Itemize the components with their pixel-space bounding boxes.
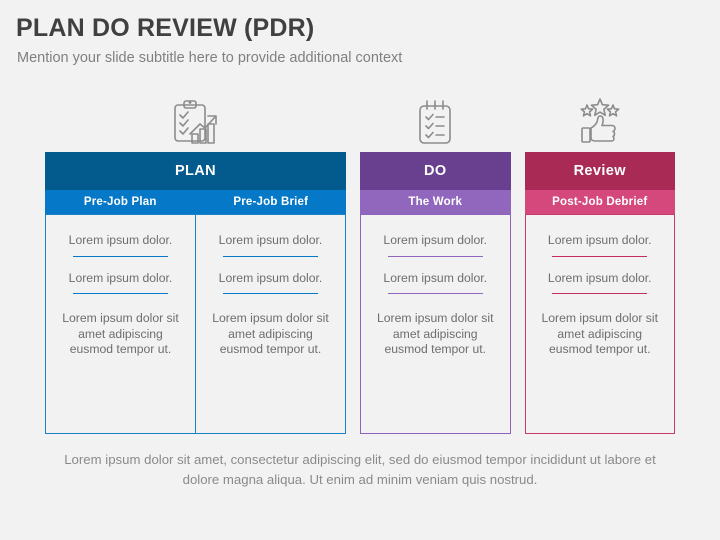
item-spacer	[204, 294, 337, 311]
body-column-plan-1: Lorem ipsum dolor. Lorem ipsum dolor. Lore…	[195, 215, 345, 433]
group-header-do[interactable]: DO	[360, 152, 511, 190]
list-item: Lorem ipsum dolor.	[547, 270, 652, 285]
group-header-review[interactable]: Review	[524, 152, 675, 190]
list-item: Lorem ipsum dolor.	[218, 270, 323, 285]
slide-subtitle: Mention your slide subtitle here to prov…	[17, 50, 403, 66]
paragraph-item: Lorem ipsum dolor sit amet adipiscing eu…	[376, 311, 494, 356]
slide-title: PLAN DO REVIEW (PDR)	[16, 14, 315, 42]
item-underline	[552, 293, 648, 294]
body-column-review-0: Lorem ipsum dolor. Lorem ipsum dolor. Lore…	[526, 215, 675, 433]
footer-text: Lorem ipsum dolor sit amet, consectetur …	[64, 452, 656, 487]
group-header-plan[interactable]: PLAN	[45, 152, 346, 190]
paragraph-item: Lorem ipsum dolor sit amet adipiscing eu…	[541, 311, 658, 356]
sub-header-row-do: The Work	[360, 190, 511, 214]
paragraph-item: Lorem ipsum dolor sit amet adipiscing eu…	[62, 311, 179, 356]
paragraph-item: Lorem ipsum dolor sit amet adipiscing eu…	[212, 311, 329, 356]
item-spacer	[534, 294, 667, 311]
thumbs-up-stars-icon	[525, 92, 676, 148]
body-row-review: Lorem ipsum dolor. Lorem ipsum dolor. Lore…	[524, 214, 675, 434]
list-item: Lorem ipsum dolor.	[547, 233, 652, 247]
clipboard-growth-chart-icon	[45, 92, 346, 148]
item-underline	[387, 255, 483, 257]
sub-header-plan-0[interactable]: Pre-Job Plan	[45, 190, 196, 214]
sub-header-review-0[interactable]: Post-Job Debrief	[524, 190, 675, 214]
icons-row	[45, 92, 675, 148]
item-underline	[387, 293, 483, 294]
item-underline	[222, 255, 319, 257]
list-item: Lorem ipsum dolor.	[383, 270, 488, 285]
list-item: Lorem ipsum dolor.	[383, 233, 488, 247]
sub-header-plan-1[interactable]: Pre-Job Brief	[195, 190, 346, 214]
item-underline	[552, 255, 648, 257]
body-column-do-0: Lorem ipsum dolor. Lorem ipsum dolor. Lore…	[361, 215, 510, 433]
body-row-do: Lorem ipsum dolor. Lorem ipsum dolor. Lore…	[360, 214, 511, 434]
sub-header-do-0[interactable]: The Work	[360, 190, 511, 214]
item-spacer	[54, 294, 187, 311]
item-underline	[72, 255, 169, 257]
sub-header-row-review: Post-Job Debrief	[524, 190, 675, 214]
list-item: Lorem ipsum dolor.	[68, 270, 173, 285]
body-column-plan-0: Lorem ipsum dolor. Lorem ipsum dolor. Lore…	[46, 215, 195, 433]
checklist-notepad-icon	[360, 92, 511, 148]
list-item: Lorem ipsum dolor.	[218, 233, 323, 247]
item-underline	[222, 293, 319, 294]
item-spacer	[369, 257, 502, 271]
item-spacer	[534, 257, 667, 271]
list-item: Lorem ipsum dolor.	[68, 233, 173, 247]
item-spacer	[204, 257, 337, 271]
item-spacer	[369, 294, 502, 311]
body-row-plan: Lorem ipsum dolor. Lorem ipsum dolor. Lore…	[45, 214, 346, 434]
item-spacer	[54, 257, 187, 271]
item-underline	[72, 293, 169, 294]
